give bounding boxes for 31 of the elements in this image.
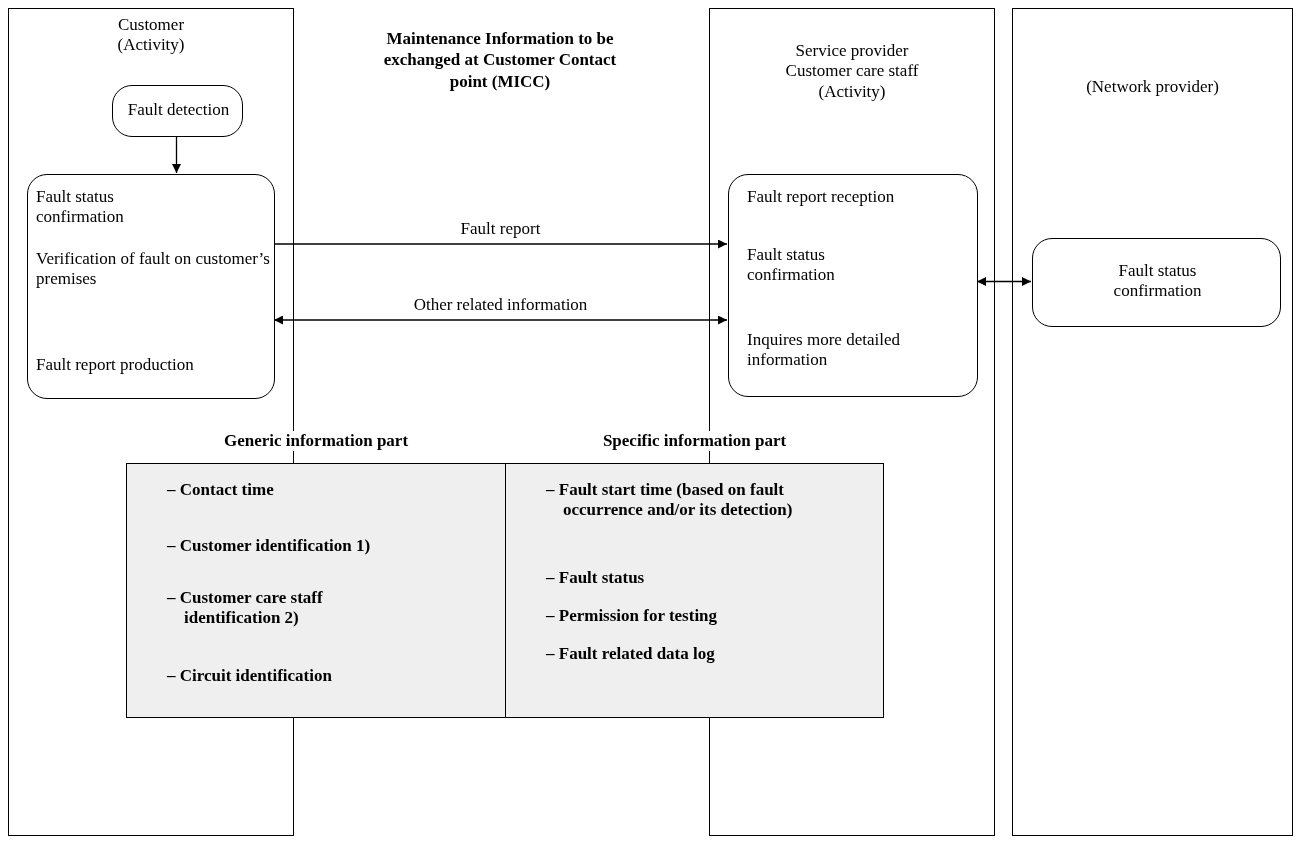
- activity-text: Inquires more detailed information: [747, 330, 901, 371]
- list-item: – Permission for testing: [546, 606, 719, 627]
- activity-text: Fault report reception: [747, 187, 896, 208]
- arrow: [172, 135, 181, 174]
- list-item: – Contact time: [167, 480, 275, 501]
- arrow: [273, 315, 728, 325]
- list-item: – Fault related data log: [546, 644, 716, 665]
- swimlane: [1012, 8, 1293, 836]
- title: Maintenance Information to be exchanged at Customer Contact point (MICC): [382, 28, 618, 92]
- activity-box: [27, 174, 275, 399]
- list-item: – Fault start time (based on fault occurrence and/or its detection): [546, 480, 794, 521]
- activity-text: Verification of fault on customer’s premises: [36, 249, 271, 290]
- activity-text: Fault status confirmation: [36, 187, 125, 228]
- list-item: – Customer care staff identification 2): [167, 588, 324, 629]
- arrow: [273, 239, 728, 249]
- activity-text: Fault report production: [36, 355, 195, 376]
- activity-box: [112, 85, 243, 137]
- list-item: – Customer identification 1): [167, 536, 372, 557]
- lane-heading: (Network provider): [1085, 77, 1220, 98]
- list-item: – Circuit identification: [167, 666, 333, 687]
- activity-box: [728, 174, 978, 397]
- edge-label: Other related information: [412, 295, 589, 315]
- activity-box: [1032, 238, 1281, 327]
- list-item: – Fault status: [546, 568, 646, 589]
- activity-text: Fault detection: [126, 100, 231, 121]
- lane-heading: Service provider Customer care staff (Activity): [784, 41, 920, 103]
- lane-heading: Customer (Activity): [116, 15, 186, 56]
- arrow: [976, 277, 1032, 286]
- edge-label: Fault report: [459, 219, 542, 239]
- activity-text: Fault status confirmation: [747, 245, 836, 286]
- activity-text: Fault status confirmation: [1112, 261, 1203, 302]
